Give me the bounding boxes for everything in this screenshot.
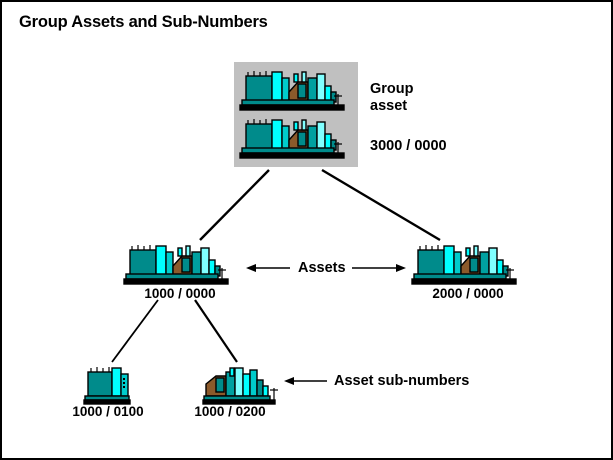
page-title: Group Assets and Sub-Numbers <box>19 13 268 31</box>
industrial-plant-icon <box>239 71 345 111</box>
asset-1000-label: 1000 / 0000 <box>144 286 216 301</box>
sub-1000-0100-icon[interactable] <box>82 364 134 406</box>
tank-unit-icon <box>83 367 131 405</box>
sub-1000-0200-icon[interactable] <box>202 364 288 406</box>
industrial-plant-icon <box>411 245 517 285</box>
connector-group-to-asset1000 <box>199 169 270 241</box>
group-asset-number: 3000 / 0000 <box>370 138 447 154</box>
sub-numbers-annotation-label: Asset sub-numbers <box>334 373 470 389</box>
group-asset-icon-1 <box>238 66 354 114</box>
industrial-plant-icon <box>239 119 345 159</box>
group-asset-label-line2: asset <box>370 98 408 114</box>
sub-1000-0100-label: 1000 / 0100 <box>72 404 144 419</box>
connector-asset1000-to-sub0200 <box>194 299 238 363</box>
sub-1000-0200-label: 1000 / 0200 <box>194 404 266 419</box>
group-asset-icon-2 <box>238 114 354 162</box>
group-asset-label-line1: Group <box>370 81 414 97</box>
connector-group-to-asset2000 <box>321 168 441 242</box>
industrial-plant-icon <box>123 245 229 285</box>
connector-asset1000-to-sub0100 <box>111 299 159 363</box>
asset-2000-icon[interactable] <box>410 240 526 288</box>
pipe-unit-icon <box>202 367 278 405</box>
assets-arrow-right-head <box>396 264 406 272</box>
asset-1000-icon[interactable] <box>122 240 238 288</box>
assets-annotation-label: Assets <box>298 260 346 276</box>
assets-arrow-left-head <box>246 264 256 272</box>
asset-2000-label: 2000 / 0000 <box>432 286 504 301</box>
